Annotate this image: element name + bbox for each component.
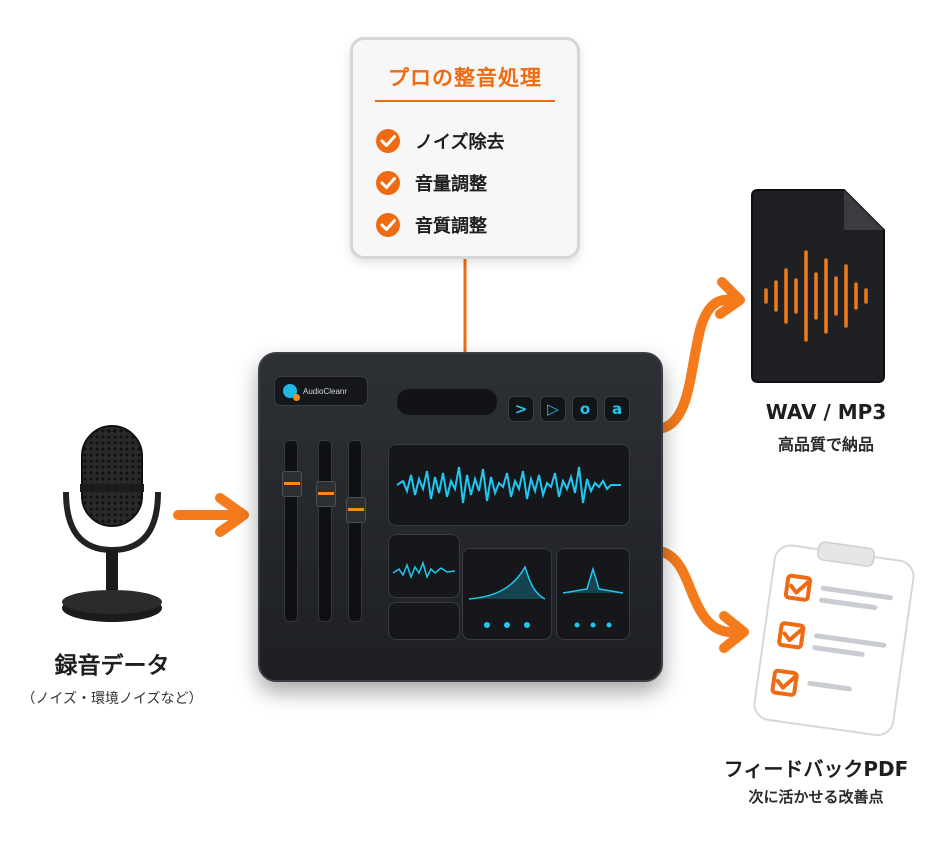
audio-output-sublabel: 高品質で納品 bbox=[777, 435, 874, 454]
radar-screen bbox=[556, 548, 630, 640]
checklist-document-icon bbox=[753, 541, 915, 737]
mini-waveform-icon bbox=[392, 560, 456, 580]
check-circle-icon bbox=[376, 129, 400, 153]
device-button[interactable]: > bbox=[508, 396, 534, 422]
fader-knob[interactable] bbox=[282, 471, 302, 497]
callout-item-label: ノイズ除去 bbox=[415, 132, 505, 153]
device-button[interactable]: a bbox=[604, 396, 630, 422]
input-label: 録音データ bbox=[54, 653, 170, 679]
arrow-to-report bbox=[658, 547, 749, 653]
eq-screen bbox=[462, 548, 552, 640]
audio-processor-device: AudioCleanr > ▷ o a bbox=[258, 352, 663, 682]
callout-divider bbox=[375, 100, 555, 102]
fader-slider[interactable] bbox=[282, 440, 302, 622]
processing-callout-card: プロの整音処理 ノイズ除去 音量調整 音質調整 bbox=[350, 37, 580, 259]
waveform-screen bbox=[388, 444, 630, 526]
arrow-right-icon bbox=[173, 493, 249, 537]
waveform-icon bbox=[396, 466, 621, 504]
device-button[interactable]: o bbox=[572, 396, 598, 422]
report-output-label: フィードバックPDF bbox=[723, 757, 909, 781]
callout-title: プロの整音処理 bbox=[388, 66, 542, 90]
device-button[interactable]: ▷ bbox=[540, 396, 566, 422]
logo-icon bbox=[283, 384, 300, 401]
logo-text: AudioCleanr bbox=[303, 386, 348, 396]
eq-curve-icon bbox=[468, 565, 546, 628]
fader-knob[interactable] bbox=[346, 497, 366, 523]
microphone-icon bbox=[62, 425, 162, 622]
device-logo: AudioCleanr bbox=[274, 376, 368, 406]
meter-screen bbox=[388, 602, 460, 640]
audio-file-icon bbox=[751, 189, 885, 383]
spectrum-peak-icon bbox=[562, 566, 624, 628]
fader-knob[interactable] bbox=[316, 481, 336, 507]
arrow-to-audio-file bbox=[658, 277, 745, 433]
callout-item: ノイズ除去 bbox=[375, 126, 504, 156]
check-circle-icon bbox=[376, 171, 400, 195]
report-output-sublabel: 次に活かせる改善点 bbox=[748, 788, 884, 806]
fader-slider[interactable] bbox=[346, 440, 366, 622]
audio-output-label: WAV / MP3 bbox=[765, 400, 887, 424]
check-circle-icon bbox=[376, 213, 400, 237]
device-display bbox=[396, 388, 498, 416]
callout-item-label: 音量調整 bbox=[415, 174, 487, 195]
spectrum-screen bbox=[388, 534, 460, 598]
callout-item-label: 音質調整 bbox=[415, 216, 487, 237]
fader-slider[interactable] bbox=[316, 440, 336, 622]
input-sublabel: （ノイズ・環境ノイズなど） bbox=[21, 691, 203, 707]
callout-item: 音量調整 bbox=[375, 168, 487, 198]
callout-item: 音質調整 bbox=[375, 210, 487, 240]
